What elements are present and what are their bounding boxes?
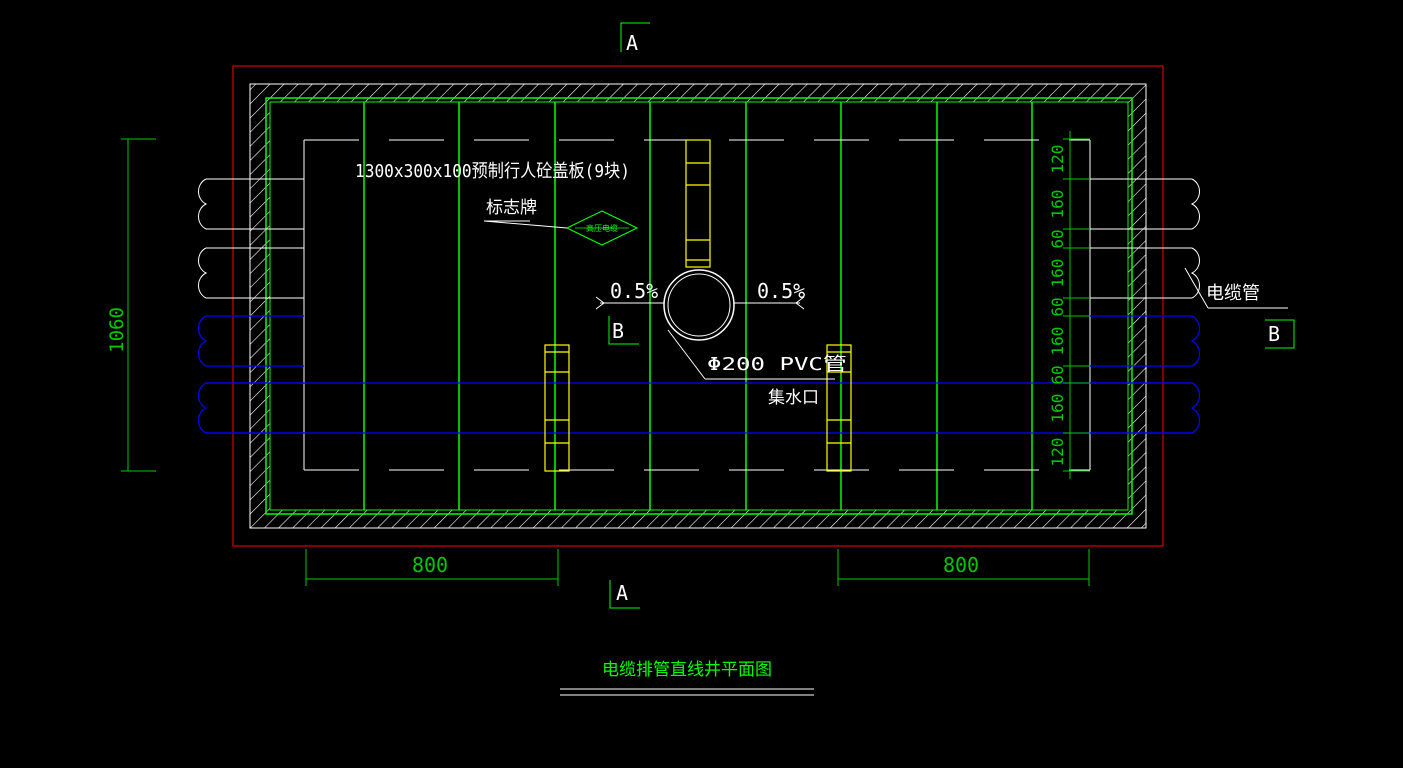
dim-right-3: 160: [1048, 259, 1067, 288]
cable-pipe-leader: [1184, 267, 1288, 309]
section-mark-lines: [608, 22, 1295, 609]
dim-right-2: 60: [1048, 229, 1067, 248]
slope-arrows: [595, 296, 835, 380]
sign-board-text: 高压电缆: [586, 223, 618, 233]
section-mark-a-bottom: A: [616, 581, 628, 605]
label-cover-plate: 1300x300x100预制行人砼盖板(9块): [355, 161, 630, 182]
label-sump: 集水口: [768, 388, 819, 408]
dim-right-stack: [1063, 131, 1090, 479]
section-mark-b-right: B: [1268, 322, 1280, 346]
dim-right-0: 120: [1048, 145, 1067, 174]
cover-plate-joints: [363, 102, 1033, 510]
dim-bottom-left-value: 800: [412, 553, 448, 577]
label-slope-left: 0.5%: [610, 279, 658, 303]
dim-right-4: 60: [1048, 297, 1067, 316]
cover-plate-frame: [265, 97, 1133, 515]
well-wall-hatch: [250, 84, 1146, 528]
drawing-title: 电缆排管直线井平面图: [602, 660, 772, 680]
dim-bottom: [305, 549, 1090, 586]
cable-pipes-left-white: [198, 178, 304, 299]
label-slope-right: 0.5%: [757, 279, 805, 303]
dim-right-stack-labels: 120 160 60 160 60 160 60 160 120: [1048, 145, 1067, 467]
dim-bottom-right-value: 800: [943, 553, 979, 577]
label-pvc-pipe: Φ200 PVC管: [707, 354, 847, 375]
dim-right-5: 160: [1048, 327, 1067, 356]
title-underline: [560, 688, 814, 696]
wall-outer-line: [249, 83, 1147, 529]
cable-pipe-through: [206, 382, 1192, 434]
dim-height: [121, 138, 156, 472]
dim-right-6: 60: [1048, 365, 1067, 384]
dim-height-value: 1060: [106, 307, 128, 353]
sump-pipe-outer: [663, 269, 735, 341]
section-mark-a-top: A: [626, 31, 638, 55]
cable-support-top: [685, 139, 711, 268]
cover-plate-frame-inner: [269, 101, 1129, 511]
label-sign-board: 标志牌: [486, 198, 537, 218]
excavation-outline: [232, 65, 1164, 547]
section-mark-b-left: B: [612, 319, 624, 343]
dim-right-7: 160: [1048, 394, 1067, 423]
inner-channel-dashed: [303, 139, 1091, 471]
cable-support-left: [544, 344, 570, 472]
sign-board-icon: [483, 210, 639, 246]
label-cable-pipe: 电缆管: [1206, 283, 1260, 304]
dim-right-8: 120: [1048, 438, 1067, 467]
cable-support-right: [826, 344, 852, 472]
dim-right-1: 160: [1048, 190, 1067, 219]
sump-pipe-inner: [667, 273, 731, 337]
